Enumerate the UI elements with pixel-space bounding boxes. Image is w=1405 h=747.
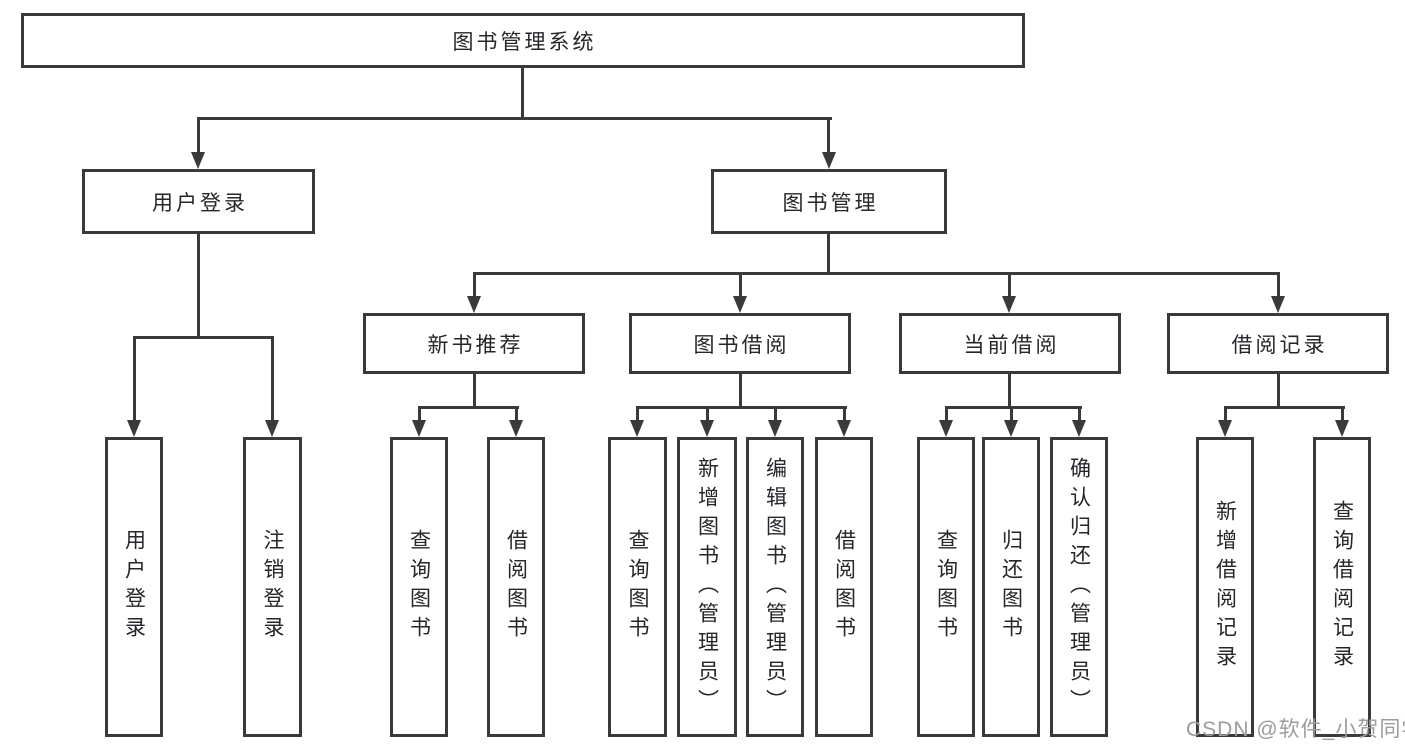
connector-line [521,68,524,118]
leaf-label: 借阅图书 [504,529,528,645]
arrow-down-icon [1335,420,1349,437]
leaf-borrow-books: 借阅图书 [815,437,873,737]
node-label: 图书借阅 [693,333,790,357]
connector-line [1224,406,1227,422]
arrow-down-icon [127,420,141,437]
leaf-query-borrow-record: 查询借阅记录 [1313,437,1371,737]
leaf-label: 查询图书 [407,529,431,645]
arrow-down-icon [939,420,953,437]
arrow-down-icon [467,296,481,313]
connector-line [1224,406,1345,409]
connector-line [197,117,200,153]
connector-line [1008,374,1011,409]
arrow-down-icon [1218,420,1232,437]
arrow-down-icon [1002,296,1016,313]
arrow-down-icon [1072,420,1086,437]
connector-line [271,336,274,421]
node-label: 用户登录 [152,191,248,215]
leaf-label: 借阅图书 [832,529,856,645]
connector-line [1277,272,1280,297]
arrow-down-icon [1271,296,1285,313]
connector-line [1008,272,1011,297]
connector-line [133,336,274,339]
connector-line [1078,406,1081,422]
arrow-down-icon [1004,420,1018,437]
connector-line [706,406,709,422]
node-book-borrow: 图书借阅 [629,313,851,374]
connector-line [418,406,421,422]
leaf-label: 确认归还（管理员） [1067,456,1091,718]
connector-line [1341,406,1344,422]
leaf-label: 注销登录 [261,529,284,645]
watermark: CSDN @软件_小贺同学 [1186,718,1405,741]
leaf-label: 编辑图书（管理员） [763,456,787,718]
leaf-add-borrow-record: 新增借阅记录 [1196,437,1254,737]
node-book-management: 图书管理 [711,169,947,234]
arrow-down-icon [630,420,644,437]
leaf-label: 归还图书 [999,529,1023,645]
connector-line [636,406,847,409]
connector-line [197,117,832,120]
connector-line [1010,406,1013,422]
connector-line [473,374,476,409]
connector-line [945,406,948,422]
node-borrow-records: 借阅记录 [1167,313,1389,374]
arrow-down-icon [265,420,279,437]
node-user-login-group: 用户登录 [82,169,315,234]
connector-line [473,272,476,297]
connector-line [636,406,639,422]
connector-line [473,272,1280,275]
leaf-label: 查询图书 [934,529,958,645]
node-current-borrow: 当前借阅 [899,313,1121,374]
arrow-down-icon [700,420,714,437]
node-label: 借阅记录 [1231,333,1328,357]
leaf-query-books-recommend: 查询图书 [390,437,448,737]
arrow-down-icon [837,420,851,437]
connector-line [843,406,846,422]
leaf-borrow-books-recommend: 借阅图书 [487,437,545,737]
leaf-return-books: 归还图书 [982,437,1040,737]
leaf-label: 新增图书（管理员） [695,456,719,718]
connector-line [827,117,830,153]
connector-line [515,406,518,422]
connector-line [418,406,519,409]
node-label: 当前借阅 [963,333,1060,357]
node-root: 图书管理系统 [21,13,1025,68]
connector-line [197,234,200,336]
arrow-down-icon [412,420,426,437]
connector-line [133,336,136,421]
leaf-query-books-current: 查询图书 [917,437,975,737]
node-label: 新书推荐 [427,333,524,357]
arrow-down-icon [733,296,747,313]
leaf-label: 查询图书 [626,529,649,645]
leaf-edit-book-admin: 编辑图书（管理员） [746,437,804,737]
arrow-down-icon [509,420,523,437]
leaf-add-book-admin: 新增图书（管理员） [677,437,737,737]
leaf-user-login: 用户登录 [105,437,163,737]
arrow-down-icon [768,420,782,437]
leaf-label: 用户登录 [122,529,146,645]
arrow-down-icon [191,152,205,169]
connector-line [739,374,742,409]
node-new-book-recommend: 新书推荐 [363,313,585,374]
connector-line [739,272,742,297]
connector-line [827,234,830,275]
connector-line [1277,374,1280,409]
leaf-confirm-return-admin: 确认归还（管理员） [1050,437,1108,737]
arrow-down-icon [822,152,836,169]
leaf-logout: 注销登录 [243,437,302,737]
leaf-query-books-borrow: 查询图书 [608,437,667,737]
node-root-label: 图书管理系统 [452,30,597,54]
connector-line [774,406,777,422]
node-label: 图书管理 [782,191,879,215]
leaf-label: 查询借阅记录 [1330,500,1354,674]
leaf-label: 新增借阅记录 [1213,500,1237,674]
connector-line [945,406,1082,409]
